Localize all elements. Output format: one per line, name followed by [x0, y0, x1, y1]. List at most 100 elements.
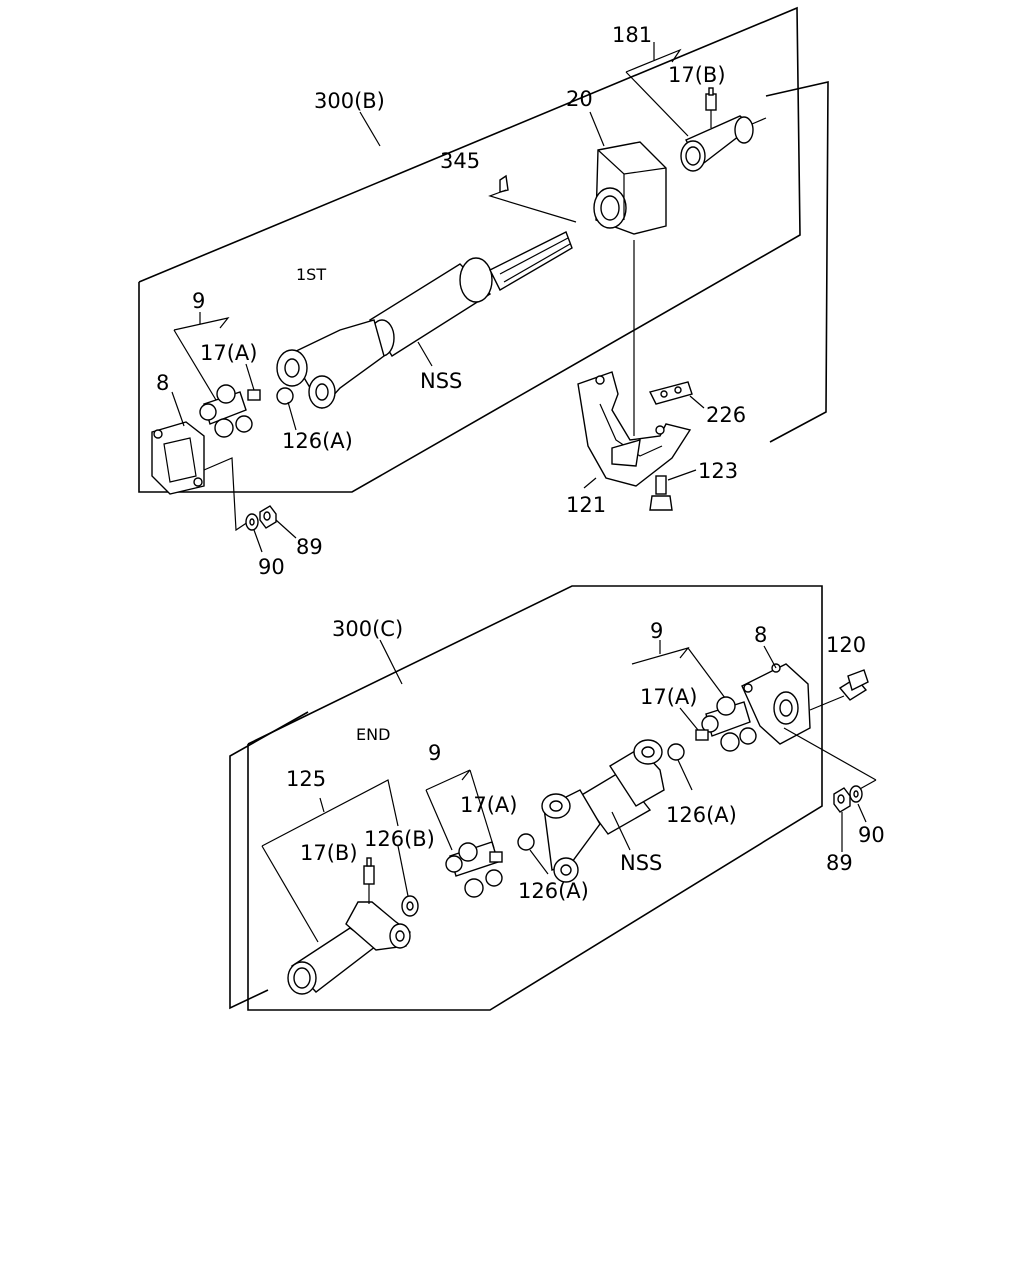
leader-123	[667, 469, 697, 481]
leader-120	[809, 695, 845, 711]
label-125: 125	[286, 767, 326, 791]
universal-joint-cross-lower-left	[445, 841, 503, 898]
label-9-upper: 9	[192, 289, 205, 313]
leader-90-lower	[857, 803, 867, 823]
leader-8-upper	[171, 391, 185, 427]
bolt-120	[838, 669, 869, 701]
center-bearing-part	[593, 141, 667, 235]
leader-flange-bolts	[203, 457, 249, 532]
flange-8-upper	[151, 421, 205, 495]
bolt-123	[649, 475, 673, 511]
label-nss-upper: NSS	[420, 369, 462, 393]
label-300c: 300(C)	[332, 617, 403, 641]
bearing-cap-126a-upper	[276, 387, 294, 405]
label-90-lower: 90	[858, 823, 885, 847]
lower-yoke	[541, 789, 601, 883]
label-181: 181	[612, 23, 652, 47]
label-17b-upper: 17(B)	[668, 63, 726, 87]
leader-121	[583, 477, 597, 489]
label-126a-lower-right: 126(A)	[666, 803, 737, 827]
nut-89-upper	[259, 505, 277, 529]
label-300b: 300(B)	[314, 89, 385, 113]
label-121: 121	[566, 493, 606, 517]
slip-yoke-125	[287, 901, 411, 995]
leader-126b	[397, 845, 409, 897]
grease-nipple-17b-lower	[363, 857, 375, 904]
leader-9-lower-left	[425, 789, 453, 851]
bearing-cap-126a-lower-left	[517, 833, 535, 851]
grease-nipple-17a-upper	[247, 389, 261, 401]
leader-126a-lower-left	[529, 849, 549, 875]
leader-345	[488, 189, 577, 223]
bracket-125	[261, 779, 399, 847]
label-17a-lower-right: 17(A)	[640, 685, 697, 709]
upper-bracket-frame	[765, 80, 829, 443]
flange-8-lower	[741, 663, 811, 745]
washer-90-upper	[245, 513, 259, 531]
bracket-9-upper	[173, 317, 230, 331]
plate-226	[648, 381, 693, 405]
label-345: 345	[440, 149, 480, 173]
leader-126a-upper	[287, 401, 297, 431]
plug-126b	[401, 895, 419, 917]
label-8-upper: 8	[156, 371, 169, 395]
label-89-upper: 89	[296, 535, 323, 559]
leader-300c	[379, 639, 403, 685]
upper-frame-outline	[138, 6, 801, 493]
label-123: 123	[698, 459, 738, 483]
label-8-lower: 8	[754, 623, 767, 647]
leader-181	[625, 71, 689, 137]
lower-frame-outline	[247, 585, 823, 1011]
leader-125	[261, 845, 319, 943]
leader-17a-lower-right	[679, 707, 699, 731]
bearing-cap-126a-lower-right	[667, 743, 685, 761]
clip-345	[499, 174, 509, 193]
propeller-shaft	[369, 231, 573, 357]
bracket-181	[625, 48, 682, 73]
leader-90-upper	[253, 529, 263, 553]
grease-nipple-17a-lower-left	[489, 851, 503, 863]
label-226: 226	[706, 403, 746, 427]
lower-assembly	[229, 585, 877, 1011]
leader-8-lower	[763, 645, 777, 669]
upper-assembly	[138, 6, 829, 553]
label-end: END	[356, 725, 390, 744]
upper-yoke	[276, 319, 385, 410]
universal-joint-cross-upper	[199, 384, 253, 438]
leader-nss-upper	[417, 341, 433, 367]
sleeve-part	[680, 115, 767, 172]
grease-nipple-17b	[705, 87, 717, 128]
bracket-9-lower-left	[425, 769, 471, 791]
leader-flange-lower	[783, 727, 877, 781]
label-90-upper: 90	[258, 555, 285, 579]
leader-nss-lower	[611, 811, 631, 851]
label-126a-upper: 126(A)	[282, 429, 353, 453]
leader-226	[689, 395, 705, 409]
label-120: 120	[826, 633, 866, 657]
leader-9-lower-left-b	[469, 769, 495, 849]
universal-joint-cross-lower-right	[701, 696, 757, 752]
label-126b: 126(B)	[364, 827, 435, 851]
label-9-lower-left: 9	[428, 741, 441, 765]
washer-90-lower	[849, 785, 863, 803]
grease-nipple-17a-lower-right	[695, 729, 709, 741]
leader-9-lower-right	[687, 647, 729, 703]
label-nss-lower: NSS	[620, 851, 662, 875]
label-1st: 1ST	[296, 265, 326, 284]
hanger-bracket-121	[577, 371, 692, 487]
nut-89-lower	[833, 787, 851, 813]
label-17a-lower-left: 17(A)	[460, 793, 517, 817]
label-20: 20	[566, 87, 593, 111]
leader-300b	[359, 111, 381, 147]
label-17a-upper: 17(A)	[200, 341, 257, 365]
leader-126a-lower-right	[677, 759, 693, 791]
label-89-lower: 89	[826, 851, 853, 875]
leader-89-upper	[275, 519, 297, 539]
lower-bracket-frame	[229, 711, 309, 1010]
label-9-lower-right: 9	[650, 619, 663, 643]
leader-20	[589, 111, 605, 147]
leader-9-upper	[173, 329, 217, 401]
leader-17a-upper	[245, 363, 255, 391]
